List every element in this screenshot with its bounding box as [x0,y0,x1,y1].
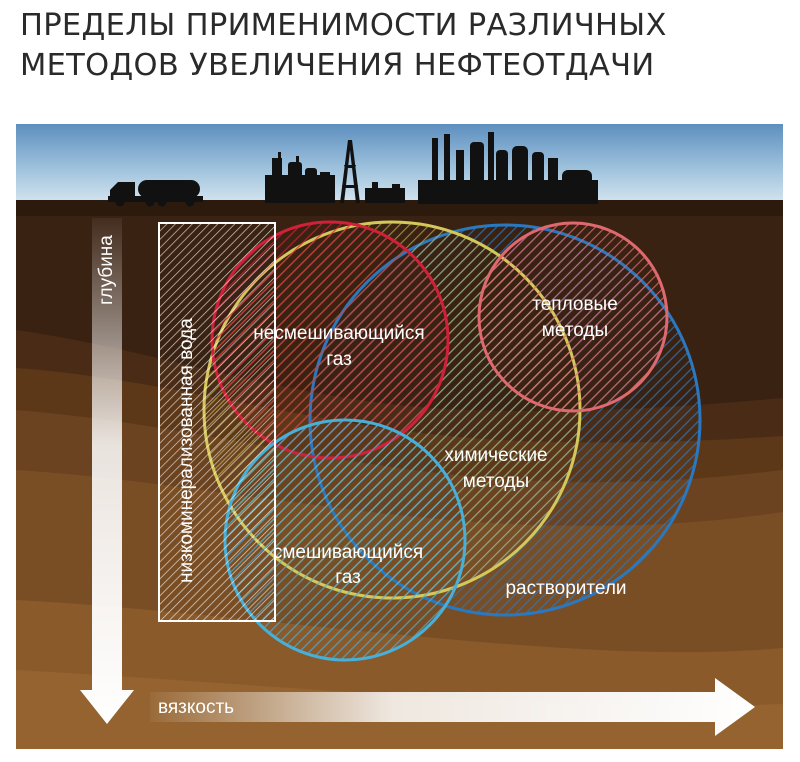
label-immiscible-gas-line1: несмешивающийся [253,323,424,344]
viscosity-axis-arrow [150,678,755,736]
label-solvents: растворители [505,578,626,599]
region-thermal-methods [477,221,669,413]
region-low-salinity-water [158,222,276,622]
label-chemical-methods-line1: химические [444,445,547,466]
title-line-2: МЕТОДОВ УВЕЛИЧЕНИЯ НЕФТЕОТДАЧИ [20,48,655,83]
viscosity-axis-label: вязкость [158,697,234,718]
page-title: ПРЕДЕЛЫ ПРИМЕНИМОСТИ РАЗЛИЧНЫХ МЕТОДОВ У… [20,6,790,86]
tanker-truck-icon [108,180,203,207]
label-low-salinity-water: низкоминерализованная вода [176,318,197,583]
label-thermal-methods-line2: методы [542,320,608,341]
title-line-1: ПРЕДЕЛЫ ПРИМЕНИМОСТИ РАЗЛИЧНЫХ [20,8,667,43]
regions [158,220,702,662]
label-miscible-gas-line2: газ [335,567,361,588]
depth-axis-label: глубина [96,235,117,305]
label-thermal-methods-line1: тепловые [532,294,618,315]
label-chemical-methods-line2: методы [463,471,529,492]
depth-axis-arrow [80,218,134,724]
label-immiscible-gas-line2: газ [326,349,352,370]
industrial-skyline [108,132,598,207]
label-miscible-gas-line1: смешивающийся [273,542,423,563]
